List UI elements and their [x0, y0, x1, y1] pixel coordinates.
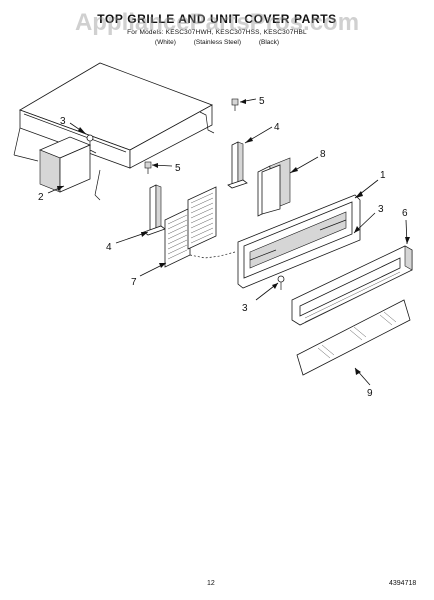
model-list: For Models: KESC307HWH, KESC307HSS, KESC… — [127, 29, 307, 36]
screw-3-top — [86, 134, 94, 149]
callout-label-3b: 3 — [378, 204, 384, 215]
leader-arrowheads — [57, 99, 410, 375]
callout-label-5a: 5 — [259, 96, 265, 107]
callout-label-5b: 5 — [175, 163, 181, 174]
grille-part-7 — [164, 186, 236, 268]
electrical-box — [38, 136, 97, 193]
callout-3c: 3 — [242, 282, 279, 314]
finish-white: (White) — [154, 39, 176, 46]
callout-label-1: 1 — [380, 170, 386, 181]
finish-black: (Black) — [258, 39, 280, 46]
frame-part-1 — [237, 194, 361, 289]
screw-5-top — [231, 98, 239, 111]
page-title: TOP GRILLE AND UNIT COVER PARTS — [97, 12, 337, 26]
callout-label-2: 2 — [38, 192, 44, 203]
document-number: 4394718 — [389, 580, 417, 587]
callout-label-4a: 4 — [274, 122, 280, 133]
page-number: 12 — [207, 580, 215, 587]
screw-3-bottom — [277, 275, 285, 290]
callout-label-8: 8 — [320, 149, 326, 160]
front-panel-part-6 — [291, 245, 413, 326]
callout-label-7: 7 — [131, 277, 137, 288]
unit-cover — [13, 62, 215, 201]
bracket-4-lower — [143, 184, 166, 236]
finish-stainless: (Stainless Steel) — [193, 39, 242, 46]
callout-label-6: 6 — [402, 208, 408, 219]
callout-label-4b: 4 — [106, 242, 112, 253]
bracket-4-upper — [227, 141, 248, 189]
channel-part-8 — [257, 157, 291, 217]
finish-list: (White) (Stainless Steel) (Black) — [0, 39, 434, 46]
callout-label-9: 9 — [367, 388, 373, 399]
window-part-9 — [296, 299, 411, 376]
callout-label-3c: 3 — [242, 303, 248, 314]
callout-label-3a: 3 — [60, 116, 66, 127]
screw-5-mid — [144, 161, 152, 174]
